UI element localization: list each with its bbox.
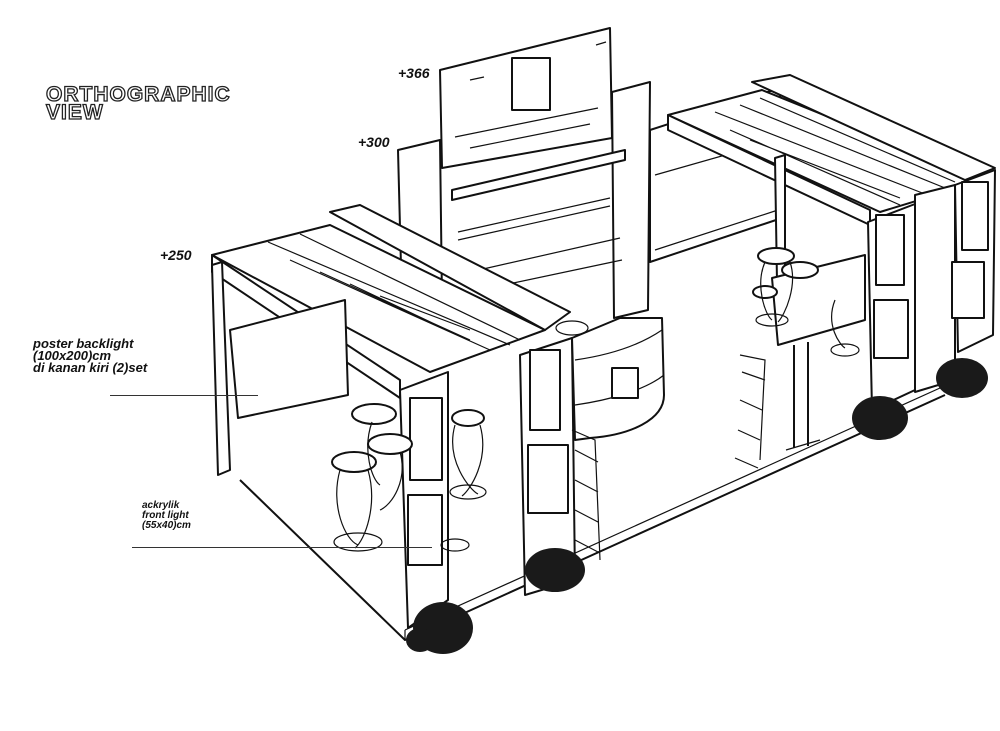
brochure-rack-right (734, 354, 766, 469)
acrylic-note-line1: ackrylik (142, 500, 180, 511)
left-rear-post (211, 261, 231, 476)
poster-leader-line (110, 395, 258, 396)
plant-far-right (936, 358, 988, 398)
stool-right-3 (752, 285, 778, 299)
back-center-column (611, 81, 651, 319)
left-back-beam (329, 204, 571, 331)
elevation-label-250: +250 (160, 247, 192, 263)
poster-note-line3: di kanan kiri (2)set (33, 360, 148, 375)
counter-logo-box (611, 367, 639, 399)
acrylic-front-light-note: ackrylik front light (55x40)cm (142, 501, 191, 531)
plant-front-right (852, 396, 908, 440)
drawing-title-line1: ORTHOGRAPHIC (45, 83, 231, 106)
acrylic-panel-front-1 (409, 397, 443, 481)
brochure-rack-left (571, 429, 601, 561)
acrylic-note-line2: front light (142, 510, 189, 521)
elevation-label-366: +366 (398, 65, 430, 81)
stool-left-1 (351, 403, 397, 425)
acrylic-panel-right-3 (961, 181, 989, 251)
acrylic-panel-front-3 (529, 349, 561, 431)
stool-left-2 (367, 433, 413, 455)
acrylic-panel-front-2 (407, 494, 443, 566)
stool-right-2 (781, 261, 819, 279)
poster-note-line1: poster backlight (33, 336, 134, 351)
acrylic-panel-front-4 (527, 444, 569, 514)
poster-backlight-note: poster backlight (100x200)cm di kanan ki… (33, 336, 148, 375)
stool-left-4 (451, 409, 485, 427)
elevation-label-300: +300 (358, 134, 390, 150)
back-shelf-top (451, 149, 626, 201)
right-back-beam (751, 74, 996, 181)
drawing-title: ORTHOGRAPHIC VIEW (45, 83, 231, 124)
poster-backlight-left (229, 299, 349, 419)
acrylic-leader-line (132, 547, 432, 548)
stool-left-3 (331, 451, 377, 473)
drawing-title-line2: VIEW (45, 101, 104, 124)
acrylic-panel-right-4 (951, 261, 985, 319)
plant-front-mid (525, 548, 585, 592)
acrylic-panel-right-1 (875, 214, 905, 286)
stool-right-1 (757, 247, 795, 265)
poster-note-line2: (100x200)cm (33, 348, 112, 363)
plant-front-left (406, 602, 473, 654)
acrylic-panel-right-2 (873, 299, 909, 359)
acrylic-note-line3: (55x40)cm (142, 520, 191, 531)
logo-box (511, 57, 551, 111)
